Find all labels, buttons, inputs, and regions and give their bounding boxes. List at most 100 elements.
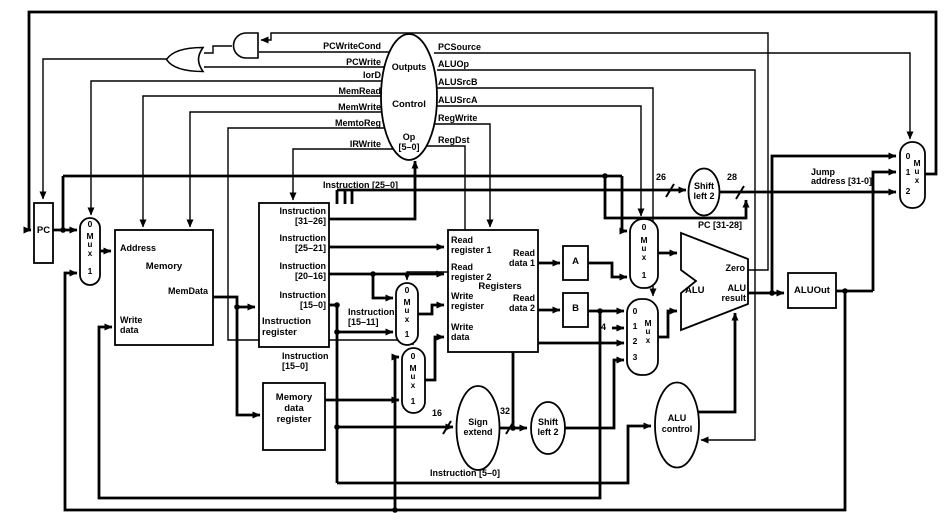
- mux-alusrcb-u: u: [645, 327, 651, 336]
- wire-instr2016-regdstmux: [371, 274, 394, 302]
- mux-memtoreg-u: u: [410, 372, 416, 381]
- mux-regdst-m: M: [403, 297, 411, 307]
- signal-alusrca: ALUSrcA: [438, 95, 478, 105]
- control-outputs-label: Outputs: [391, 62, 427, 72]
- control-unit-oval: [380, 33, 438, 161]
- regs-writereg-l2: register: [451, 301, 485, 311]
- width-26-label: 26: [656, 172, 667, 182]
- mux-regdst-1: 1: [404, 329, 410, 339]
- a-register-label: A: [572, 256, 579, 267]
- alu-label: ALU: [685, 285, 705, 296]
- memory-address-port: Address: [120, 243, 157, 253]
- mux-memtoreg-0: 0: [410, 351, 416, 361]
- control-title: Control: [392, 99, 426, 110]
- wire-alusrcb-alu: [658, 307, 678, 339]
- ir-row4-l1: Instruction: [279, 290, 327, 300]
- width-28-label: 28: [727, 172, 738, 182]
- control-wires: [39, 32, 914, 444]
- signal-pcsource: PCSource: [438, 42, 482, 52]
- mux-alusrca-1: 1: [641, 270, 647, 280]
- shift-left2-branch-l1: Shift: [538, 417, 558, 427]
- instr-15-0-label-l2: [15–0]: [282, 361, 309, 371]
- memory-writedata-port-l1: Write: [120, 315, 143, 325]
- mux-alusrca-m: M: [640, 235, 648, 245]
- wire-memdata-to-mdr: [213, 295, 261, 419]
- alu-control-l2: control: [661, 424, 693, 434]
- shift-left2-jump-l2: left 2: [693, 191, 715, 201]
- signal-regdst: RegDst: [438, 135, 470, 145]
- wire-alucontrol-alu: [697, 312, 739, 414]
- instr-15-11-label-l2: [15–11]: [348, 317, 379, 327]
- aluout-label: ALUOut: [794, 285, 830, 296]
- mux-pcsource-2: 2: [905, 186, 911, 196]
- ir-row4-l2: [15–0]: [299, 300, 326, 310]
- wire-and-to-or: [204, 45, 232, 54]
- blocks: [33, 32, 926, 471]
- ir-row2-l2: [25–21]: [294, 243, 326, 253]
- wire-A-alusrca: [588, 261, 628, 281]
- mux-regdst-0: 0: [404, 285, 410, 295]
- mux-iord-1: 1: [87, 266, 93, 276]
- pc-31-28-label: PC [31-28]: [698, 220, 743, 230]
- signal-aluop: ALUOp: [438, 59, 469, 69]
- mux-regdst: [395, 282, 419, 346]
- wire-pcsource: [434, 52, 914, 140]
- mux-memtoreg-1: 1: [410, 396, 416, 406]
- wire-B-memwritedata: [97, 311, 602, 500]
- pc-label: PC: [36, 225, 51, 236]
- signal-iord: IorD: [363, 70, 381, 80]
- mux-alusrcb-m: M: [644, 318, 652, 328]
- mux-alusrcb-2: 2: [632, 336, 638, 346]
- b-register-box: [562, 292, 589, 328]
- ir-row3-l1: Instruction: [279, 261, 327, 271]
- regs-readreg1-l2: register 1: [451, 245, 492, 255]
- wire-instr50-alucontrol: [337, 422, 652, 485]
- mux-iord-x: x: [87, 249, 93, 258]
- mux-alusrcb-x: x: [645, 336, 651, 345]
- shift-left2-jump-oval: [687, 167, 721, 217]
- alu-control-oval: [654, 381, 700, 469]
- mdr-title-l3: register: [276, 414, 312, 425]
- wire-aluout-pcsrc1: [871, 168, 897, 291]
- aluout-register-box: [787, 272, 837, 309]
- wire-zero-to-and: [260, 32, 769, 271]
- wire-or-to-pc: [39, 58, 167, 200]
- signal-pcwrite: PCWrite: [346, 57, 381, 67]
- mux-alusrca-0: 0: [641, 222, 647, 232]
- ir-row1-l2: [31–26]: [294, 216, 326, 226]
- ir-row3-l2: [20–16]: [294, 271, 326, 281]
- signal-pcwritecond: PCWriteCond: [323, 41, 381, 51]
- mux-pcsource-0: 0: [905, 151, 911, 161]
- ir-row2-l1: Instruction: [279, 233, 327, 243]
- mux-memtoreg: [401, 347, 426, 414]
- regs-readreg1-l1: Read: [451, 235, 474, 245]
- wire-pc-writeback: [23, 10, 938, 234]
- and-gate: [232, 32, 259, 59]
- constant-4-label: 4: [601, 322, 607, 332]
- alu-zero-port: Zero: [725, 263, 745, 273]
- ir-title-l2: register: [262, 327, 297, 338]
- wire-pc3128-to-jump: [603, 176, 750, 220]
- mux-pcsource-m: M: [913, 158, 921, 168]
- shift-left2-branch-oval: [530, 401, 566, 455]
- mux-alusrcb: [626, 298, 659, 376]
- mux-iord: [79, 217, 101, 286]
- regs-readdata1-l1: Read: [512, 248, 535, 258]
- mux-memtoreg-x: x: [410, 381, 416, 390]
- wire-regdstmux-writereg: [418, 301, 445, 316]
- mux-alusrcb-3: 3: [632, 352, 638, 362]
- mux-regdst-u: u: [404, 306, 410, 315]
- instr-5-0-label: Instruction [5–0]: [430, 468, 501, 478]
- mux-alusrca-x: x: [641, 253, 647, 262]
- pc-register-box: [33, 202, 54, 264]
- jump-address-label-l2: address [31-0]: [811, 176, 873, 186]
- mux-pcsource-1: 1: [905, 167, 911, 177]
- regs-writedata-l2: data: [451, 332, 470, 342]
- jump-address-label-l1: Jump: [811, 167, 836, 177]
- control-op-range: [5–0]: [398, 142, 420, 152]
- mdr-title-l2: data: [284, 403, 304, 414]
- wire-irwrite: [289, 148, 396, 201]
- sign-extend-l1: Sign: [468, 417, 488, 427]
- data-wires: [23, 10, 938, 512]
